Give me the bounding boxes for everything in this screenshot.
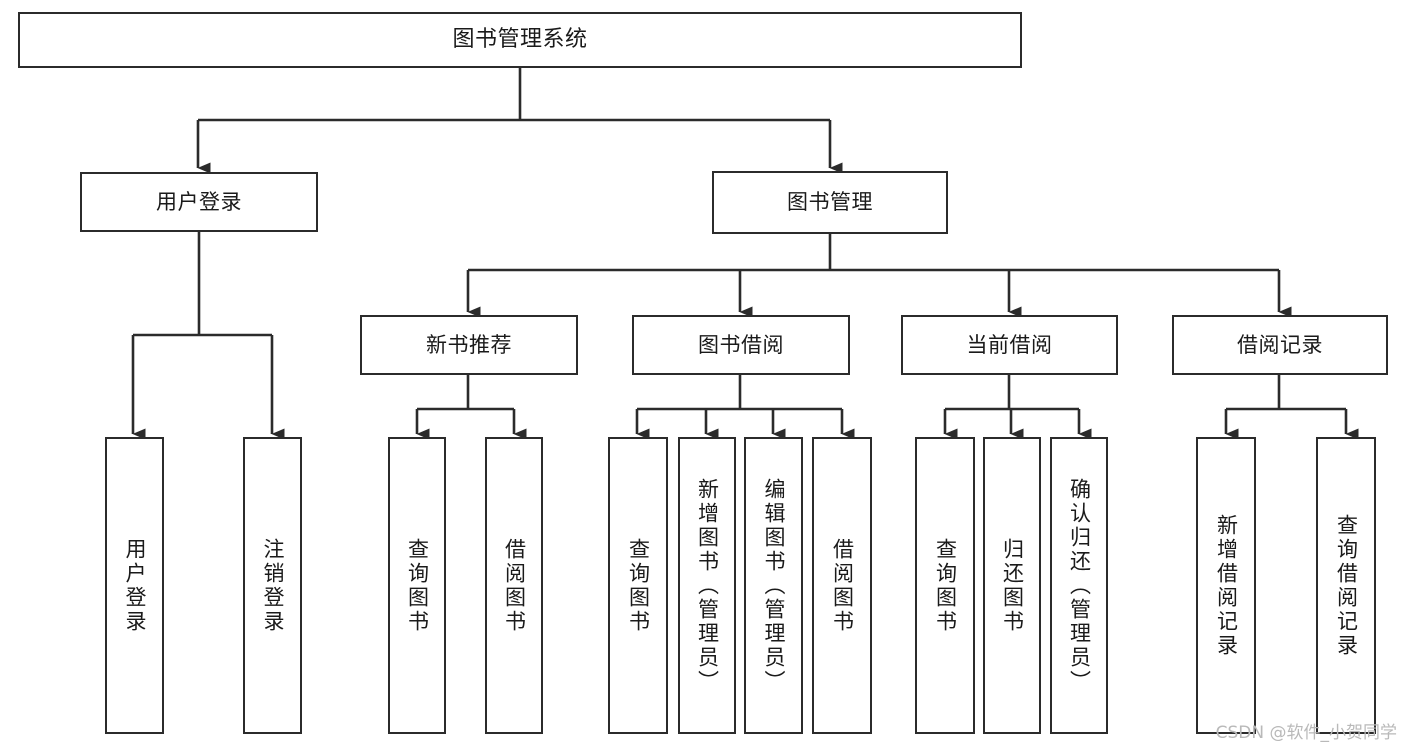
node-label: 新增借阅记录 [1214,513,1239,658]
node-label: 注销登录 [261,537,285,634]
node-label: 查询图书 [933,537,958,634]
node-label: 新增图书（管理员） [695,477,720,694]
node-leaf-add-borrow-record[interactable]: 新增借阅记录 [1196,437,1256,734]
node-label: 归还图书 [1000,537,1025,634]
csdn-watermark: CSDN @软件_小贺同学 [1215,723,1397,743]
node-leaf-query-book-new-rec[interactable]: 查询图书 [388,437,446,734]
node-leaf-borrow-book-borrowing[interactable]: 借阅图书 [812,437,872,734]
node-leaf-logout[interactable]: 注销登录 [243,437,302,734]
node-leaf-borrow-book-new-rec[interactable]: 借阅图书 [485,437,543,734]
node-label: 用户登录 [123,537,147,634]
node-label: 编辑图书（管理员） [762,477,786,694]
node-leaf-confirm-return-admin[interactable]: 确认归还（管理员） [1050,437,1108,734]
node-leaf-query-book-borrowing[interactable]: 查询图书 [608,437,668,734]
node-label: 新书推荐 [426,332,512,357]
node-label: 借阅图书 [502,537,527,634]
node-label: 查询图书 [626,537,651,634]
node-leaf-edit-book-admin[interactable]: 编辑图书（管理员） [744,437,803,734]
node-current-borrowing[interactable]: 当前借阅 [901,315,1118,375]
node-book-borrowing[interactable]: 图书借阅 [632,315,850,375]
node-label: 借阅记录 [1237,332,1323,357]
node-label: 图书管理系统 [452,27,588,53]
node-leaf-user-login[interactable]: 用户登录 [105,437,164,734]
node-leaf-query-book-current[interactable]: 查询图书 [915,437,975,734]
node-borrowing-record[interactable]: 借阅记录 [1172,315,1388,375]
node-label: 图书借阅 [698,332,784,357]
node-label: 查询借阅记录 [1334,513,1359,658]
node-root-book-management-system[interactable]: 图书管理系统 [18,12,1022,68]
node-leaf-add-book-admin[interactable]: 新增图书（管理员） [678,437,736,734]
node-leaf-query-borrow-record[interactable]: 查询借阅记录 [1316,437,1376,734]
node-label: 图书管理 [787,190,873,215]
node-label: 借阅图书 [830,537,855,634]
node-user-login[interactable]: 用户登录 [80,172,318,232]
node-label: 查询图书 [405,537,430,634]
node-new-book-recommendation[interactable]: 新书推荐 [360,315,578,375]
node-label: 用户登录 [156,189,242,214]
node-book-management[interactable]: 图书管理 [712,171,948,234]
node-label: 当前借阅 [966,332,1053,357]
node-label: 确认归还（管理员） [1067,477,1092,694]
node-leaf-return-book[interactable]: 归还图书 [983,437,1041,734]
